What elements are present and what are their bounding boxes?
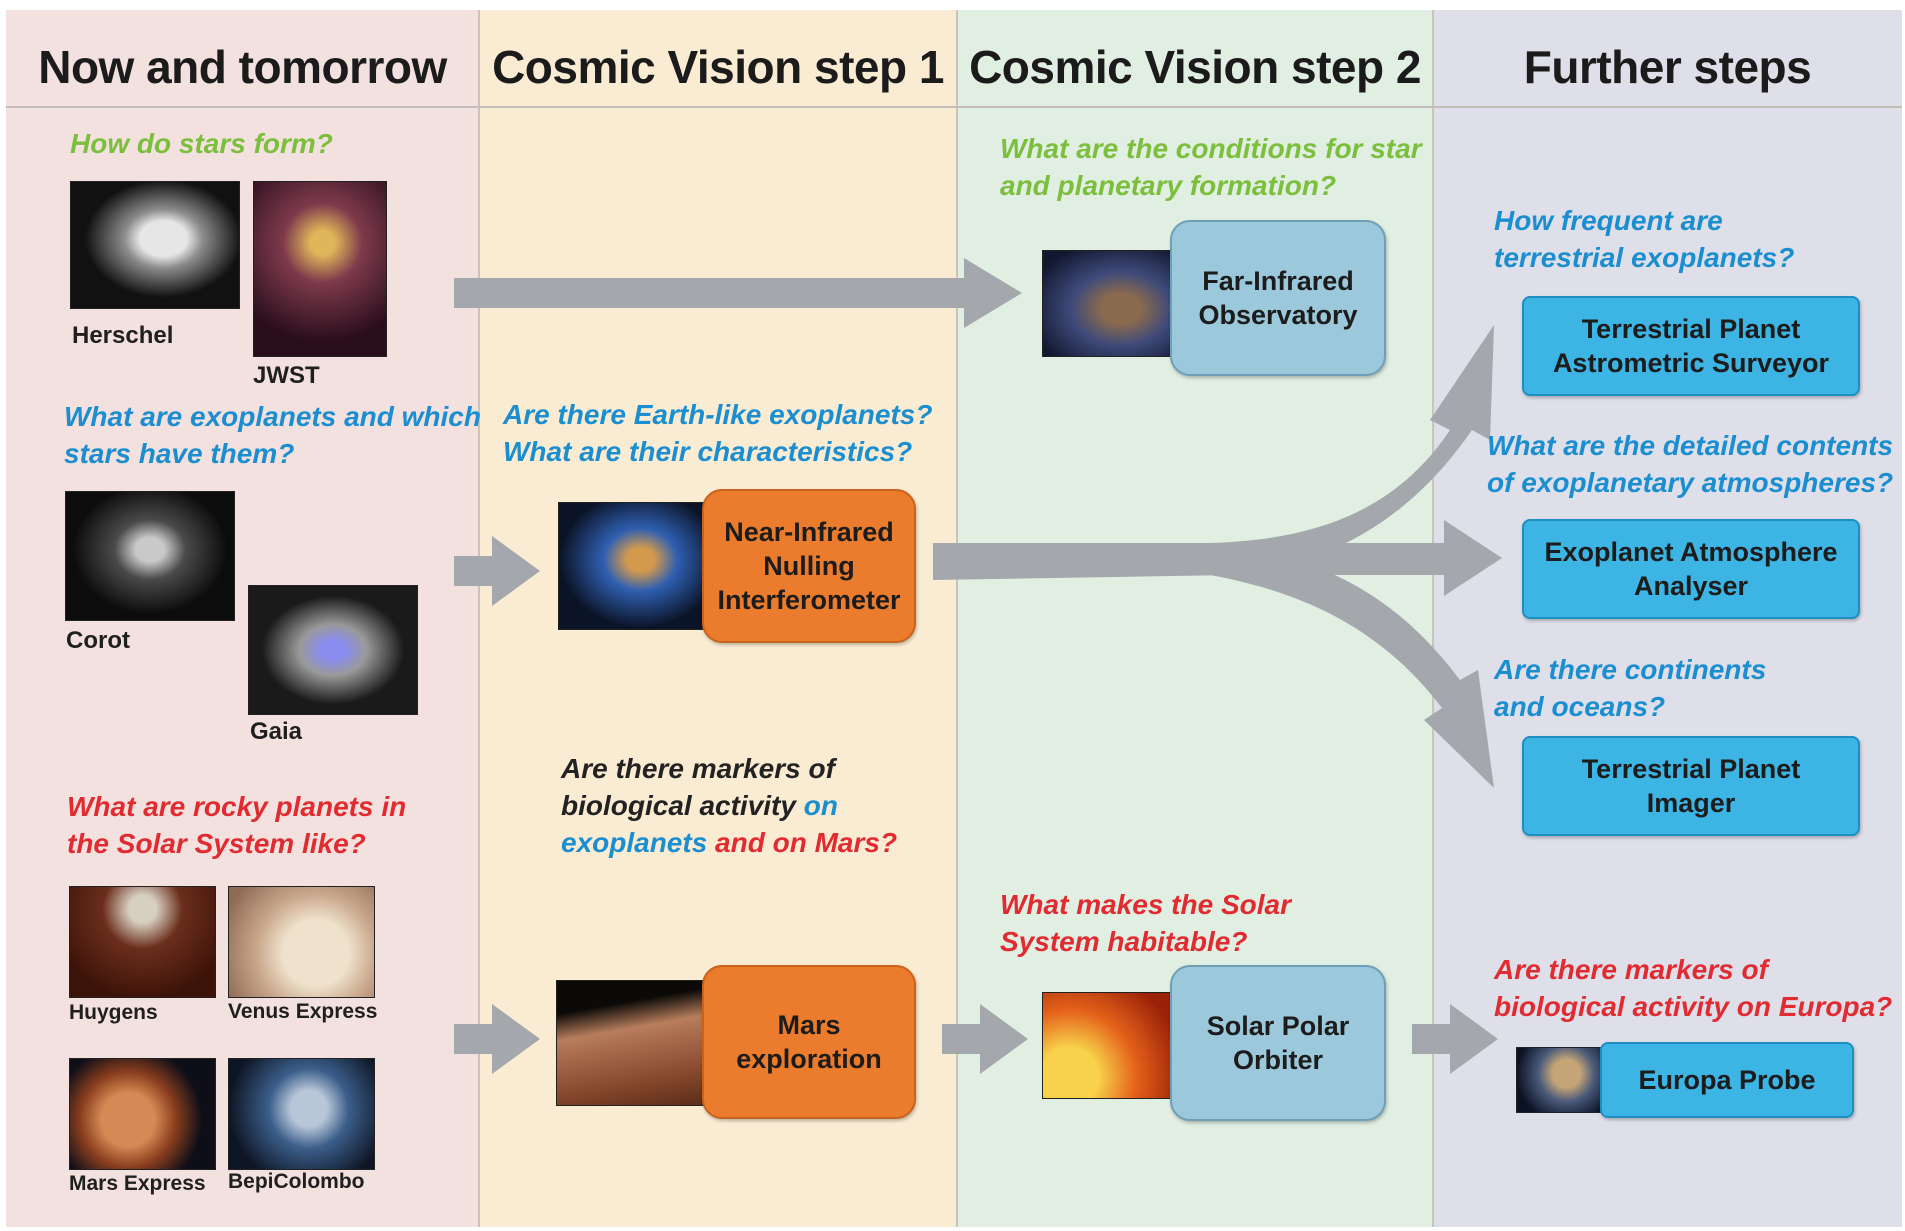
terrestrial-planet-astrometric-surveyor-box: Terrestrial Planet Astrometric Surveyor (1522, 296, 1860, 396)
question-solar-system-habitable: What makes the Solar System habitable? (1000, 889, 1291, 957)
europa-probe-box: Europa Probe (1600, 1042, 1854, 1118)
gaia-image (248, 585, 418, 715)
question-star-planet-formation: What are the conditions for star and pla… (1000, 133, 1422, 201)
column-header-further: Further steps (1433, 10, 1902, 108)
solar-polar-orbiter-box: Solar Polar Orbiter (1170, 965, 1386, 1121)
question-europa-markers: Are there markers of biological activity… (1494, 954, 1893, 1022)
herschel-image (70, 181, 240, 309)
terrestrial-planet-imager-box: Terrestrial Planet Imager (1522, 736, 1860, 836)
corot-caption: Corot (66, 627, 130, 654)
mars-express-image (69, 1058, 216, 1170)
column-title: Cosmic Vision step 1 (492, 41, 944, 93)
question-earth-like-exoplanets: Are there Earth-like exoplanets? What ar… (503, 399, 933, 467)
huygens-image (69, 886, 216, 998)
question-continents-oceans: Are there continents and oceans? (1494, 654, 1767, 722)
column-divider (956, 10, 958, 1227)
bepicolombo-caption: BepiColombo (228, 1170, 365, 1193)
column-header-now: Now and tomorrow (6, 10, 479, 108)
venus-express-image (228, 886, 375, 998)
column-header-step2: Cosmic Vision step 2 (957, 10, 1433, 108)
question-exoplanetary-atmospheres: What are the detailed contents of exopla… (1487, 430, 1894, 498)
near-infrared-nulling-interferometer-box: Near-Infrared Nulling Interferometer (702, 489, 916, 643)
venus-express-caption: Venus Express (228, 1000, 378, 1023)
mars-exploration-box: Mars exploration (702, 965, 916, 1119)
gaia-caption: Gaia (250, 718, 303, 745)
column-header-step1: Cosmic Vision step 1 (479, 10, 957, 108)
far-infrared-observatory-box: Far-Infrared Observatory (1170, 220, 1386, 376)
question-terrestrial-exoplanets-frequency: How frequent are terrestrial exoplanets? (1494, 205, 1795, 273)
bepicolombo-image (228, 1058, 375, 1170)
column-title: Cosmic Vision step 2 (969, 41, 1421, 93)
question-rocky-planets: What are rocky planets in the Solar Syst… (67, 791, 407, 859)
jwst-image (253, 181, 387, 357)
arrow-to-atmosphere-analyser (1210, 520, 1502, 596)
mars-express-caption: Mars Express (69, 1172, 206, 1195)
question-markers-biological-activity: Are there markers of biological activity… (561, 753, 898, 858)
column-divider (478, 10, 480, 1227)
exoplanet-atmosphere-analyser-box: Exoplanet Atmosphere Analyser (1522, 519, 1860, 619)
arrow-branch-trunk (933, 325, 1494, 580)
mars-exploration-image (556, 980, 708, 1106)
question-exoplanets-which-stars: What are exoplanets and which stars have… (64, 401, 481, 469)
herschel-caption: Herschel (72, 322, 174, 349)
question-how-stars-form: How do stars form? (70, 128, 333, 159)
far-infrared-image (1042, 250, 1174, 357)
jwst-caption: JWST (253, 362, 320, 389)
column-divider (1432, 10, 1434, 1227)
arrow-to-far-infrared (454, 258, 1022, 328)
europa-image (1516, 1047, 1608, 1113)
arrow-to-nulling (454, 536, 540, 606)
solar-orbiter-image (1042, 992, 1174, 1099)
column-title: Further steps (1523, 41, 1812, 93)
nulling-interferometer-image (558, 502, 708, 630)
arrow-to-tp-imager (1210, 545, 1494, 788)
corot-image (65, 491, 235, 621)
arrow-to-europa-probe (1412, 1004, 1498, 1074)
huygens-caption: Huygens (69, 1001, 158, 1024)
arrow-to-solar-polar (942, 1004, 1028, 1074)
arrow-to-mars-exploration (454, 1004, 540, 1074)
column-title: Now and tomorrow (38, 41, 447, 93)
